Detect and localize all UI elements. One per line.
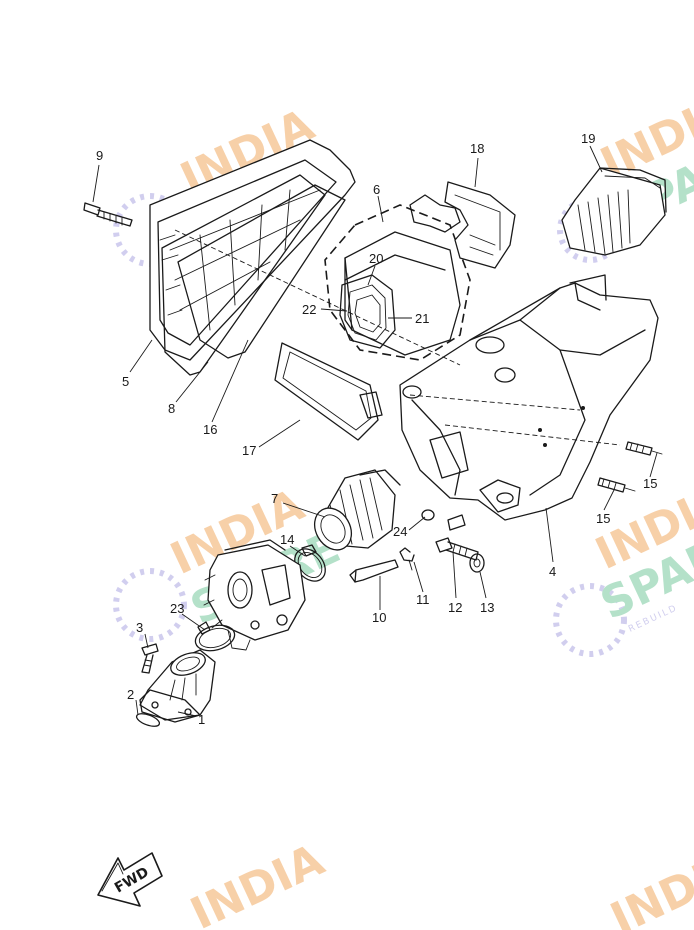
callout-16: 16 [203, 422, 217, 437]
callout-12: 12 [448, 600, 462, 615]
callout-22: 22 [302, 302, 316, 317]
bracket-18 [409, 181, 516, 269]
callout-15-upper: 15 [643, 476, 657, 491]
rubber-boot-19 [561, 167, 667, 256]
callout-10: 10 [372, 610, 386, 625]
pin-10 [349, 559, 399, 583]
callout-6: 6 [373, 182, 380, 197]
callout-23: 23 [170, 601, 184, 616]
fwd-arrow-icon: FWD [97, 852, 163, 907]
callout-14: 14 [280, 532, 294, 547]
callout-4: 4 [549, 564, 556, 579]
callout-9: 9 [96, 148, 103, 163]
o-ring-2 [135, 713, 161, 727]
callout-18: 18 [470, 141, 484, 156]
watermark-bottom: INDIA INDIA [183, 835, 694, 930]
callout-13: 13 [480, 600, 494, 615]
callout-3: 3 [136, 620, 143, 635]
air-filter-case-4 [174, 229, 659, 521]
callout-19: 19 [581, 131, 595, 146]
carburetor-assembly [203, 539, 306, 651]
collar-24 [421, 509, 466, 531]
callout-7: 7 [271, 491, 278, 506]
watermark-text-india: INDIA [183, 835, 332, 930]
inner-duct-group-6 [324, 204, 471, 361]
callout-1: 1 [198, 712, 205, 727]
intake-manifold-1 [139, 649, 216, 723]
callout-15-lower: 15 [596, 511, 610, 526]
callout-17: 17 [242, 443, 256, 458]
washer-13 [469, 553, 485, 573]
callout-20: 20 [369, 251, 383, 266]
leader-lines [92, 145, 658, 717]
bolt-12 [435, 537, 479, 561]
callout-8: 8 [168, 401, 175, 416]
watermark-middle-right: INDIA SPARE REBUILD [553, 475, 694, 657]
callout-24: 24 [393, 524, 407, 539]
fwd-label: FWD [112, 864, 152, 896]
clamp-23 [194, 621, 236, 652]
callout-labels: 1 2 3 4 5 6 7 8 9 10 11 12 13 14 15 15 1… [96, 131, 657, 727]
screws-15 [597, 441, 663, 493]
callout-21: 21 [415, 311, 429, 326]
joint-duct-7 [313, 469, 401, 551]
bolt-3 [141, 643, 159, 674]
callout-5: 5 [122, 374, 129, 389]
callout-2: 2 [127, 687, 134, 702]
watermark-text-india: INDIA [603, 840, 694, 930]
gasket-17 [274, 342, 383, 441]
callout-11: 11 [416, 592, 430, 607]
clip-11 [399, 547, 415, 571]
